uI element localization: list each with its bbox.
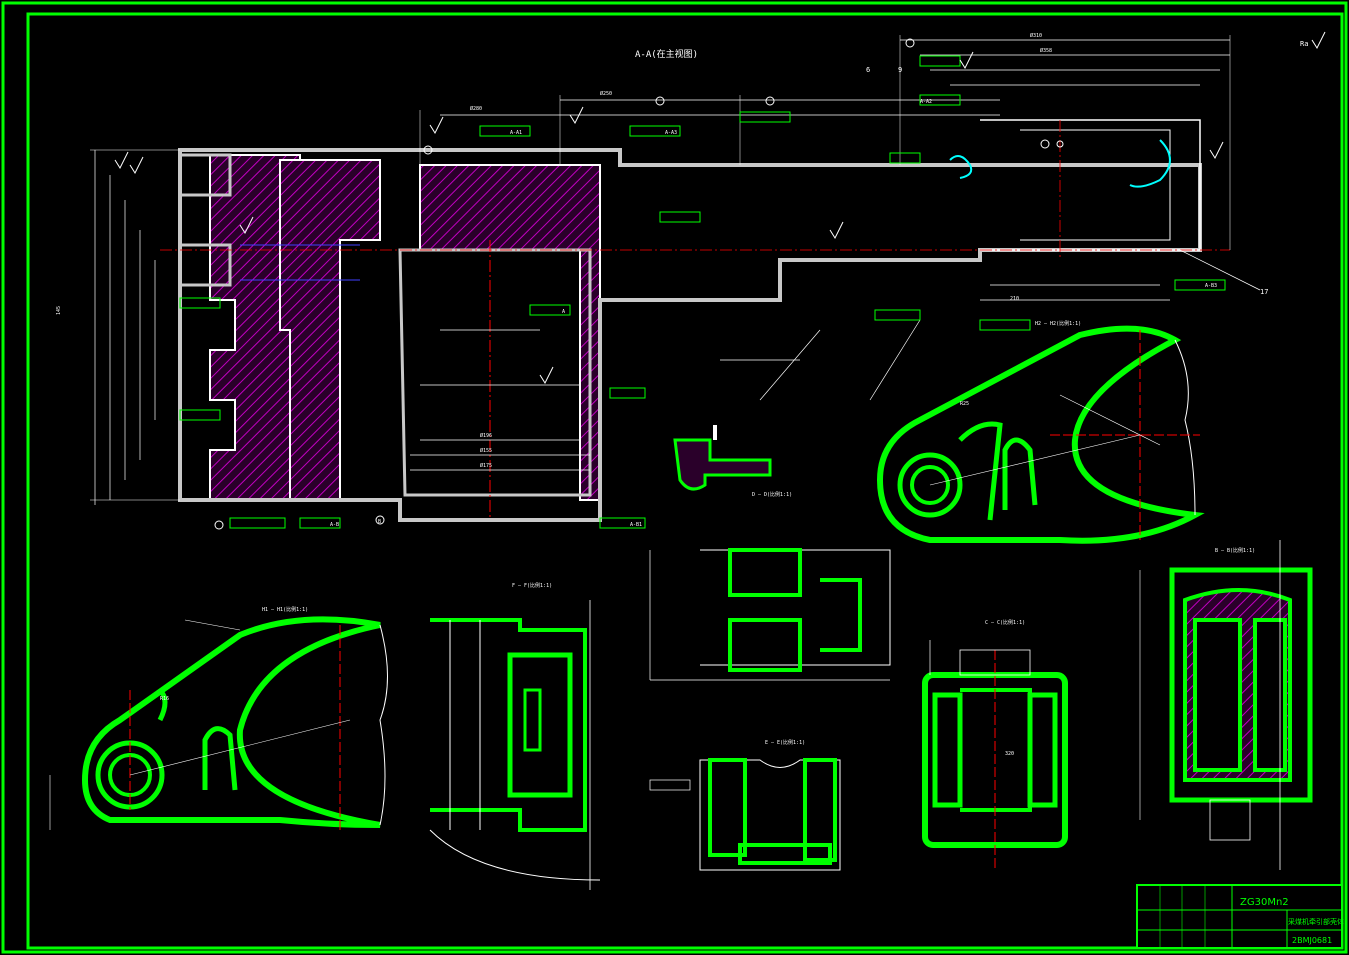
dimension-label: 320: [1005, 751, 1014, 757]
internal-cavity: [398, 248, 592, 497]
c-view: [922, 640, 1068, 870]
datum-ref: A-A2: [920, 99, 932, 105]
casing-outline: [178, 148, 1202, 522]
h2-boss-outer: [897, 452, 963, 518]
callout-17: 17: [1260, 288, 1268, 296]
pocket-second: [178, 243, 232, 287]
datum-ref: A-B: [330, 522, 339, 528]
datum-ref: A-A1: [510, 130, 522, 136]
dimension-label: Ø175: [480, 462, 492, 469]
hatched-section-middle: [279, 159, 381, 501]
dimension-label: R16: [160, 696, 169, 702]
h2-view: [876, 325, 1205, 544]
h2-slot: [1002, 437, 1038, 510]
dimension-label: Ø280: [470, 105, 482, 112]
title-material: ZG30Mn2: [1240, 897, 1289, 908]
hatched-section-center: [419, 164, 601, 501]
detail-outline: [673, 438, 772, 491]
datum-ref: B: [378, 519, 381, 525]
h2-outline: [876, 325, 1205, 544]
callout-9: 9: [898, 66, 902, 74]
dimension-label: 145: [56, 306, 62, 315]
dimension-label: Ø358: [1040, 47, 1052, 54]
highlight-curve: [1129, 139, 1171, 188]
h1-outline: [81, 616, 381, 828]
dimension-label: Ø250: [600, 90, 612, 97]
b-view-outline: [1169, 567, 1313, 803]
roughness-note: Ra: [1300, 40, 1308, 48]
main-view-title: A-A(在主视图): [635, 48, 698, 60]
view-label-e: E — E(比例1:1): [765, 739, 805, 746]
h1-notch: [157, 688, 168, 722]
extension-lines: [90, 35, 1231, 501]
datum-ref: A: [562, 309, 565, 315]
view-label-d: D — D(比例1:1): [752, 491, 792, 498]
dimension-label: 210: [1010, 296, 1019, 302]
view-label-h2: H2 — H2(比例1:1): [1035, 320, 1081, 327]
surface-finish-marks: [114, 31, 1326, 385]
section-markers: [214, 38, 1064, 530]
bore-inner-right: [1020, 129, 1171, 241]
h2-inner-arc: [958, 421, 1003, 521]
callout-6: 6: [866, 66, 870, 74]
dimension-label: R25: [960, 401, 969, 407]
h2-boss-inner: [910, 465, 950, 505]
dimension-label: Ø310: [1030, 32, 1042, 39]
small-detail-view: [673, 425, 772, 491]
datum-ref: A-B1: [630, 522, 642, 528]
title-part-name: 采煤机牵引部壳体: [1288, 917, 1344, 926]
f-view: [429, 600, 601, 890]
view-label-h1: H1 — H1(比例1:1): [262, 606, 308, 613]
e-view: [649, 758, 841, 871]
pocket-top: [178, 153, 232, 197]
datum-ref: A-B3: [1205, 283, 1217, 289]
dimension-label: Ø155: [480, 447, 492, 454]
h1-view: [49, 616, 388, 830]
title-drawing-number: 2BMJ0681: [1292, 936, 1332, 945]
view-label-b: B — B(比例1:1): [1215, 547, 1255, 554]
dimension-lines: [94, 39, 1261, 505]
view-label-c: C — C(比例1:1): [985, 619, 1025, 626]
tolerance-frames: [179, 55, 1226, 529]
highlight-curve-2: [949, 155, 973, 179]
e-view-outline: [699, 759, 841, 871]
view-label-f: F — F(比例1:1): [512, 582, 552, 589]
f-view-outline: [430, 618, 587, 832]
b-view: [1139, 540, 1313, 870]
bore-right: [980, 119, 1201, 251]
d-view: [649, 548, 891, 681]
main-section-view: [90, 31, 1326, 530]
dimension-label: Ø196: [480, 432, 492, 439]
datum-ref: A-A3: [665, 130, 677, 136]
h1-slot: [202, 726, 238, 791]
inner-border: [26, 12, 1344, 950]
title-block: [1136, 884, 1343, 949]
